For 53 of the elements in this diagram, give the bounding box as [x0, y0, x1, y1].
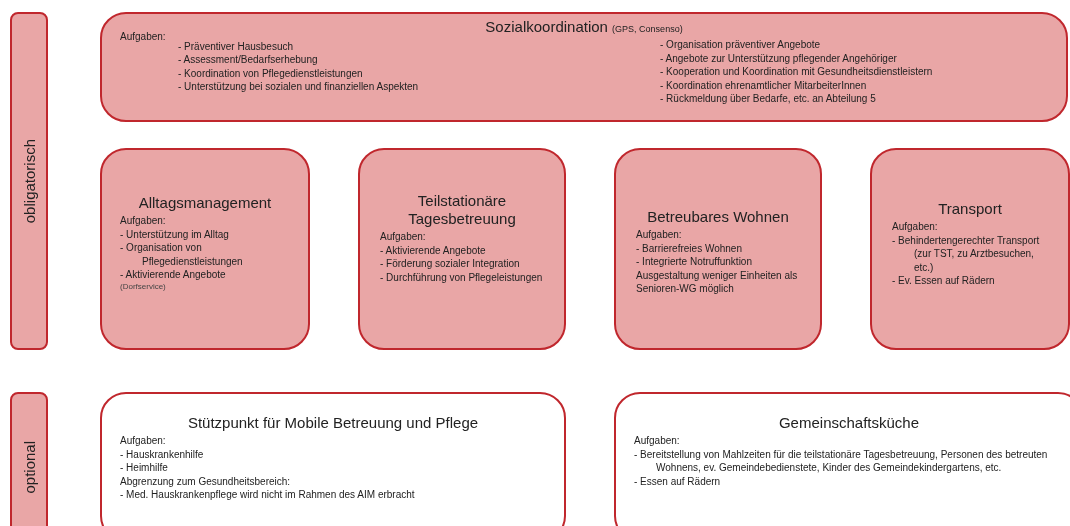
list-item: - Essen auf Rädern	[634, 474, 722, 488]
rounded-box	[100, 12, 1068, 122]
section-label: Aufgaben:	[636, 228, 683, 242]
section-label: Aufgaben:	[120, 214, 167, 228]
rounded-box	[870, 148, 1070, 350]
section-label: Abgrenzung zum Gesundheitsbereich:	[120, 474, 292, 488]
rounded-box	[100, 392, 566, 526]
list-item: - Unterstützung im Alltag	[120, 227, 230, 241]
section-label: Aufgaben:	[380, 230, 427, 244]
list-item: - Kooperation und Koordination mit Gesundheitsdienstleistern	[660, 65, 933, 79]
rounded-box	[358, 148, 566, 350]
box-title: Betreubares Wohnen	[646, 208, 790, 226]
list-item: - Behindertengerechter Transport (zur TST, zu Arztbesuchen, etc.)	[892, 233, 1041, 274]
list-item: - Durchführung von Pflegeleistungen	[380, 270, 544, 284]
list-item: - Angebote zur Unterstützung pflegender Angehöriger	[660, 51, 898, 65]
list-item: - Assessment/Bedarfserhebung	[178, 53, 319, 67]
list-item: - Med. Hauskrankenpflege wird nicht im Rahmen des AIM erbracht	[120, 488, 416, 502]
list-item: - Aktivierende Angebote	[120, 268, 227, 282]
list-item: - Integrierte Notruffunktion	[636, 255, 753, 269]
section-label: Aufgaben:	[892, 220, 939, 234]
band-label: optional	[20, 440, 38, 494]
section-label: Aufgaben:	[120, 434, 167, 448]
rounded-box	[614, 148, 822, 350]
list-item: - Koordination ehrenamtlicher MitarbeiterInnen	[660, 78, 868, 92]
list-item: - Bereitstellung von Mahlzeiten für die teilstationäre Tagesbetreuung, Personen des betreuten Wohnens, ev. Gemeindebedienstete, Kinder des Gemeindekindergartens, etc.	[634, 447, 1049, 475]
box-title: Teilstationäre Tagesbetreuung	[407, 192, 517, 228]
list-item: - Organisation präventiver Angebote	[660, 38, 822, 52]
section-label: Aufgaben:	[634, 434, 681, 448]
side-band	[10, 392, 48, 526]
list-item: - Aktivierende Angebote	[380, 243, 487, 257]
list-item: - Präventiver Hausbesuch	[178, 39, 295, 53]
rounded-box	[614, 392, 1070, 526]
section-label: Ausgestaltung weniger Einheiten als Senioren-WG möglich	[636, 268, 799, 296]
list-item: - Hauskrankenhilfe	[120, 447, 205, 461]
section-label: Aufgaben:	[120, 30, 167, 44]
band-label: obligatorisch	[20, 138, 38, 224]
list-item: - Heimhilfe	[120, 461, 169, 475]
box-title: Stützpunkt für Mobile Betreuung und Pflege	[186, 414, 480, 432]
box-title: Sozialkoordination	[485, 18, 608, 35]
box-subtitle: (GPS, Consenso)	[612, 24, 683, 34]
list-item: - Unterstützung bei sozialen und finanziellen Aspekten	[178, 80, 420, 94]
box-title: Alltagsmanagement	[137, 194, 273, 212]
list-item: - Organisation von Pflegedienstleistungen	[120, 241, 244, 268]
rounded-box	[100, 148, 310, 350]
list-item: - Ev. Essen auf Rädern	[892, 274, 996, 288]
list-item: - Barrierefreies Wohnen	[636, 241, 743, 255]
list-item: - Koordination von Pflegedienstleistungen	[178, 66, 364, 80]
list-item: - Rückmeldung über Bedarfe, etc. an Abteilung 5	[660, 92, 877, 106]
box-title: Gemeinschaftsküche	[777, 414, 921, 432]
list-item: - Förderung sozialer Integration	[380, 257, 521, 271]
note-text: (Dorfservice)	[120, 281, 167, 292]
side-band	[10, 12, 48, 350]
box-title: Transport	[937, 200, 1003, 218]
